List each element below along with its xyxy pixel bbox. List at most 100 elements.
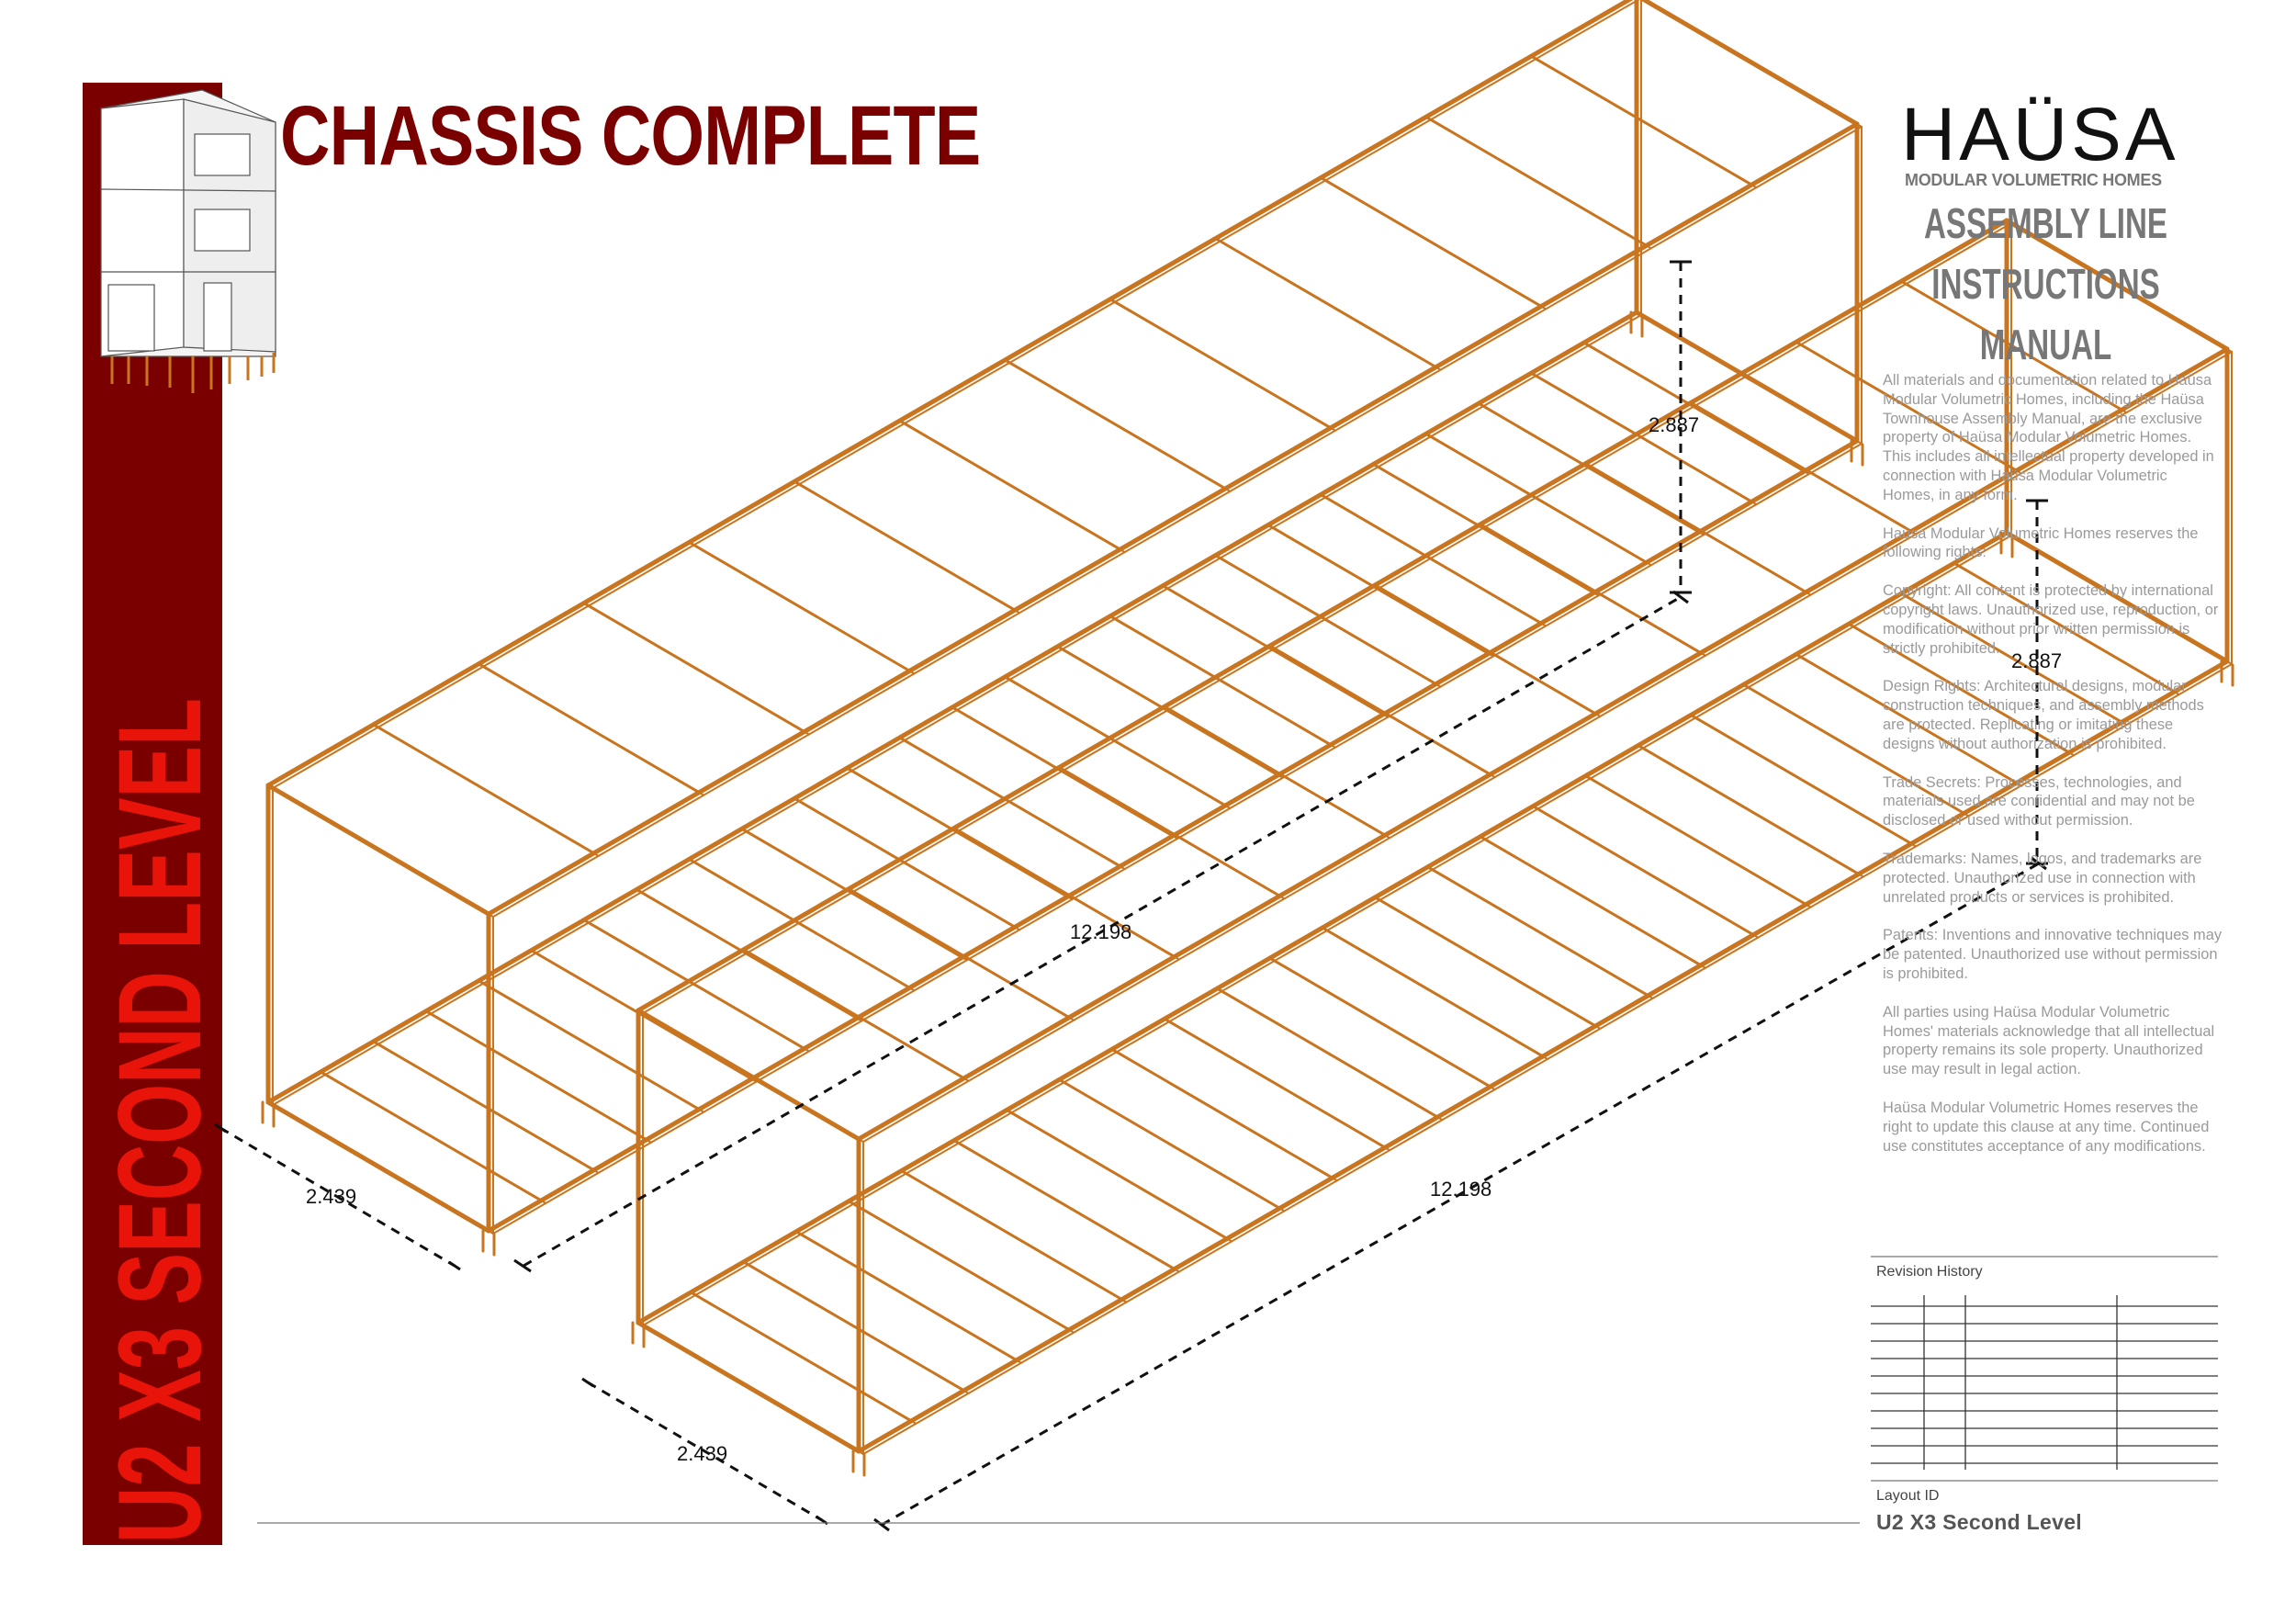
frame-member [747,951,970,1082]
page-title: CHASSIS COMPLETE [280,89,981,183]
frame-member [1221,990,1444,1122]
frame-member [1271,526,1494,658]
frame-member [642,222,2012,1014]
legal-paragraph: Trade Secrets: Processes, technologies, … [1883,773,2195,829]
legal-paragraph: All parties using Haüsa Modular Volumetr… [1883,1003,2215,1078]
dim-module-b-width: 2.439 [677,1442,728,1465]
frame-member [862,351,2233,1143]
frame-member [492,126,1863,918]
frame-member [587,921,810,1053]
brand-logo: HAÜSA [1901,93,2179,176]
frame-member [272,1104,494,1235]
frame-member [642,1012,864,1143]
frame-member [852,890,1075,1021]
frame-member [1642,0,1863,128]
frame-member [272,0,1640,789]
frame-member [1379,898,1602,1030]
frame-member [1008,678,1232,809]
dimension-lines [219,262,2040,1527]
frame-member [1063,1081,1286,1212]
sidebar-title-text: U2 X3 SECOND LEVEL [95,698,222,1543]
frame-member [1747,686,1970,818]
frame-member [1482,405,1705,536]
frame-member [1640,314,1863,445]
frame-member [1324,496,1548,627]
frame-member [1326,930,1548,1060]
frame-member [1641,747,1864,878]
frame-member [1219,240,1442,371]
frame-member [957,1142,1180,1273]
legal-paragraph: Copyright: All content is protected by i… [1883,582,2219,657]
manual-title-line-3: MANUAL [1979,321,2112,368]
frame-member [1429,118,1652,250]
frame-member [1115,1051,1338,1182]
frame-member [1273,960,1496,1091]
frame-member [1694,404,1918,536]
manual-title-line-2: INSTRUCTIONS [1931,260,2160,308]
frame-member [1273,648,1496,779]
layout-id-value: U2 X3 Second Level [1876,1510,2082,1534]
frame-member [2010,222,2233,353]
revision-history-table [1871,1295,2218,1470]
legal-paragraph: Patents: Inventions and innovative techn… [1883,927,2223,982]
chassis-frames [261,0,2234,1477]
revision-history-label: Revision History [1876,1264,1983,1280]
manual-title-line-1: ASSEMBLY LINE [1923,199,2168,247]
frame-member [956,709,1178,840]
frame-member [1168,708,1391,840]
frame-member [482,665,705,796]
frame-member [1168,1021,1391,1152]
frame-member [798,483,1021,615]
frame-member [799,1233,1022,1364]
frame-member [1535,58,1758,189]
dim-module-a-length: 12.198 [1070,920,1132,943]
frame-member [486,121,1860,917]
frame-member [377,726,600,857]
dim-module-a-width: 2.439 [306,1185,357,1208]
frame-member [1589,777,1812,908]
frame-member [694,1293,917,1425]
frame-member [1324,179,1548,310]
frame-member [745,830,968,962]
frame-member [1061,648,1284,779]
frame-member [1483,525,1706,657]
frame-member [905,1172,1128,1303]
frame-member [903,739,1126,871]
frame-member [1535,375,1758,506]
frame-member [1536,807,1760,939]
frame-member [1957,565,2180,696]
frame-member [1587,344,1810,476]
frame-member [1905,283,2128,414]
frame-member [1166,587,1390,718]
frame-member [798,800,1021,931]
frame-member [636,218,2009,1013]
frame-member [2010,535,2233,665]
frame-member [1063,769,1286,900]
frame-member [1431,868,1654,999]
frame-member [1799,344,2022,475]
house-thumbnail [100,89,276,393]
frame-member [1429,435,1652,567]
brand-subtitle: MODULAR VOLUMETRIC HOMES [1905,171,2162,189]
frame-member [850,770,1074,901]
legal-paragraph: Design Rights: Architectural designs, mo… [1883,678,2204,752]
frame-member [1379,586,1602,717]
frame-member [1589,465,1812,596]
frame-member [1799,656,2022,787]
frame-member [957,829,1180,961]
frame-member [1010,1111,1233,1243]
frame-member [852,1202,1075,1334]
frame-member [1905,595,2128,727]
frame-member [1113,300,1336,432]
legal-paragraph: Haüsa Modular Volumetric Homes reserves … [1883,524,2199,561]
legal-paragraph: Trademarks: Names, logos, and trademarks… [1883,850,2202,906]
frame-member [1113,617,1336,749]
sidebar-title: U2 X3 SECOND LEVEL [95,698,222,1543]
legal-paragraph: Haüsa Modular Volumetric Homes reserves … [1883,1099,2210,1155]
frame-member [265,0,1634,788]
frame-member [692,544,916,675]
legal-notice: All materials and documentation related … [1883,371,2223,1175]
legal-paragraph: All materials and documentation related … [1883,372,2214,503]
